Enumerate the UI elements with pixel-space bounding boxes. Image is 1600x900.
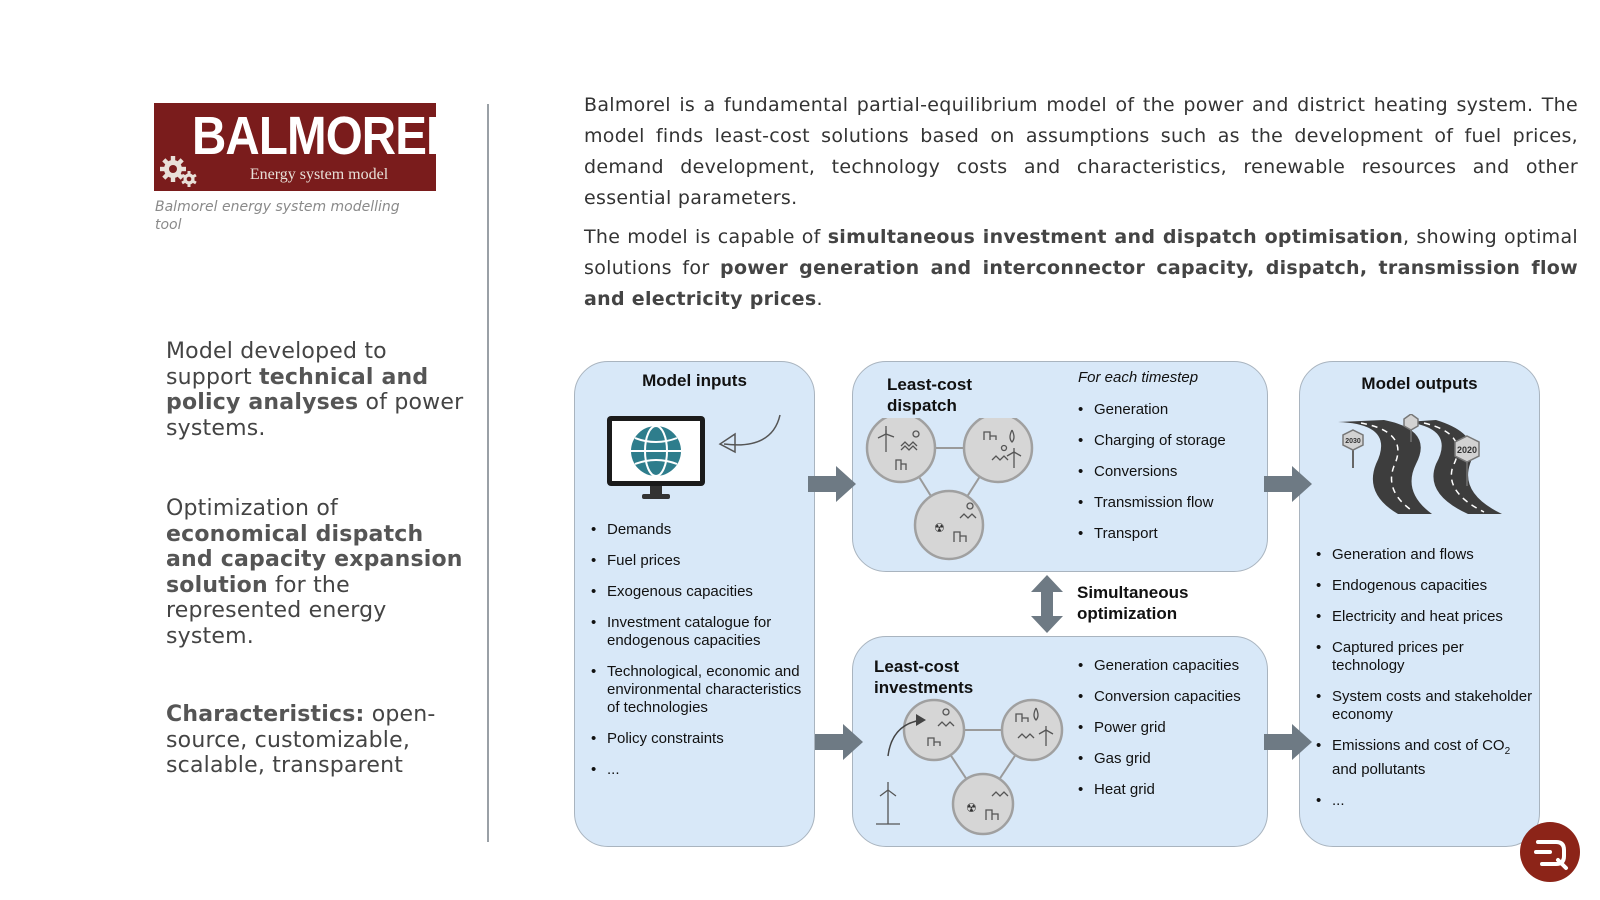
logo-subtitle: Energy system model bbox=[249, 166, 389, 183]
intro-paragraph-2: The model is capable of simultaneous inv… bbox=[584, 222, 1578, 315]
logo-title: BALMOREL bbox=[192, 106, 455, 166]
investments-list: Generation capacities Conversion capacit… bbox=[1078, 657, 1263, 812]
investments-network-icon: ☢ bbox=[876, 698, 1064, 836]
side-block-optimization: Optimization of economical dispatch and … bbox=[166, 496, 466, 649]
list-item: Generation capacities bbox=[1078, 657, 1263, 675]
side-block-text: open-source, customizable, scalable, tra… bbox=[166, 702, 436, 778]
investments-title-text: Least-cost investments bbox=[874, 657, 974, 697]
timestep-label: For each timestep bbox=[1078, 369, 1199, 386]
side-block-text: of power systems. bbox=[166, 390, 464, 441]
para-highlight: power generation and interconnector capa… bbox=[584, 257, 1578, 310]
side-block-text: Model developed to support bbox=[166, 339, 387, 390]
svg-text:☢: ☢ bbox=[966, 801, 977, 815]
emissions-tail: and pollutants bbox=[1332, 761, 1426, 778]
arrow-right-icon bbox=[808, 466, 856, 502]
sign-2030: 2030 bbox=[1345, 438, 1361, 445]
para-text: The model is capable of bbox=[584, 226, 828, 248]
list-item: Generation bbox=[1078, 401, 1258, 419]
svg-text:☢: ☢ bbox=[934, 521, 945, 535]
list-item: Conversion capacities bbox=[1078, 688, 1263, 706]
sign-2020: 2020 bbox=[1457, 445, 1477, 455]
list-item: Transmission flow bbox=[1078, 494, 1258, 512]
simultaneous-text: Simultaneous optimization bbox=[1077, 583, 1189, 623]
list-item: Generation and flows bbox=[1316, 546, 1538, 564]
list-item: Fuel prices bbox=[591, 552, 813, 570]
roads-icon: 2030 2020 bbox=[1338, 414, 1502, 514]
chat-button[interactable] bbox=[1520, 822, 1580, 882]
para-highlight: simultaneous investment and dispatch opt… bbox=[827, 226, 1404, 248]
monitor-globe-icon bbox=[607, 414, 781, 499]
arrow-right-icon bbox=[1264, 724, 1312, 760]
dispatch-title: Least-cost dispatch bbox=[887, 374, 987, 416]
list-item: ... bbox=[1316, 792, 1538, 810]
dispatch-network-icon: ☢ bbox=[865, 418, 1034, 561]
list-item: Exogenous capacities bbox=[591, 583, 813, 601]
arrow-updown-icon bbox=[1031, 575, 1063, 633]
list-item: Transport bbox=[1078, 525, 1258, 543]
model-inputs-list: Demands Fuel prices Exogenous capacities… bbox=[591, 521, 813, 792]
side-block-purpose: Model developed to support technical and… bbox=[166, 339, 466, 441]
model-inputs-title: Model inputs bbox=[642, 371, 747, 390]
model-outputs-title: Model outputs bbox=[1361, 374, 1478, 393]
intro-paragraph-1: Balmorel is a fundamental partial-equili… bbox=[584, 94, 1578, 209]
simultaneous-optimization-label: Simultaneous optimization bbox=[1077, 582, 1197, 624]
list-item: ... bbox=[591, 761, 813, 779]
side-block-text: for the represented energy system. bbox=[166, 572, 387, 649]
dispatch-list: Generation Charging of storage Conversio… bbox=[1078, 401, 1258, 556]
side-block-highlight: technical and policy analyses bbox=[166, 364, 429, 416]
list-item: Heat grid bbox=[1078, 781, 1263, 799]
gears-icon bbox=[160, 156, 197, 187]
list-item: Demands bbox=[591, 521, 813, 539]
chat-icon bbox=[1534, 840, 1568, 870]
emissions-text: Emissions and cost of CO bbox=[1332, 737, 1505, 754]
list-item: Electricity and heat prices bbox=[1316, 608, 1538, 626]
list-item: Charging of storage bbox=[1078, 432, 1258, 450]
list-item-emissions: Emissions and cost of CO2 and pollutants bbox=[1316, 737, 1538, 779]
side-block-characteristics: Characteristics: open-source, customizab… bbox=[166, 702, 466, 779]
model-outputs-list: Generation and flows Endogenous capaciti… bbox=[1316, 546, 1538, 823]
list-item: Gas grid bbox=[1078, 750, 1263, 768]
logo-caption: Balmorel energy system modelling tool bbox=[155, 199, 400, 233]
list-item: Conversions bbox=[1078, 463, 1258, 481]
side-block-highlight: Characteristics: bbox=[166, 702, 365, 727]
list-item: Endogenous capacities bbox=[1316, 577, 1538, 595]
side-block-text: Optimization of bbox=[166, 496, 338, 521]
investments-title: Least-cost investments bbox=[874, 656, 984, 698]
list-item: Investment catalogue for endogenous capa… bbox=[591, 614, 813, 650]
arrow-right-icon bbox=[1264, 466, 1312, 502]
para-text: . bbox=[816, 288, 823, 310]
side-block-highlight: economical dispatch and capacity expansi… bbox=[166, 521, 463, 598]
dispatch-title-text: Least-cost dispatch bbox=[887, 375, 973, 415]
list-item: Policy constraints bbox=[591, 730, 813, 748]
balmorel-logo: BALMOREL Energy system model bbox=[154, 103, 455, 191]
list-item: Power grid bbox=[1078, 719, 1263, 737]
para-text: , showing optimal solutions for bbox=[584, 226, 1578, 279]
list-item: System costs and stakeholder economy bbox=[1316, 688, 1538, 724]
list-item: Captured prices per technology bbox=[1316, 639, 1538, 675]
vertical-divider bbox=[487, 104, 489, 842]
arrow-right-icon bbox=[815, 724, 863, 760]
list-item: Technological, economic and environmenta… bbox=[591, 663, 813, 717]
co2-subscript: 2 bbox=[1504, 746, 1511, 757]
